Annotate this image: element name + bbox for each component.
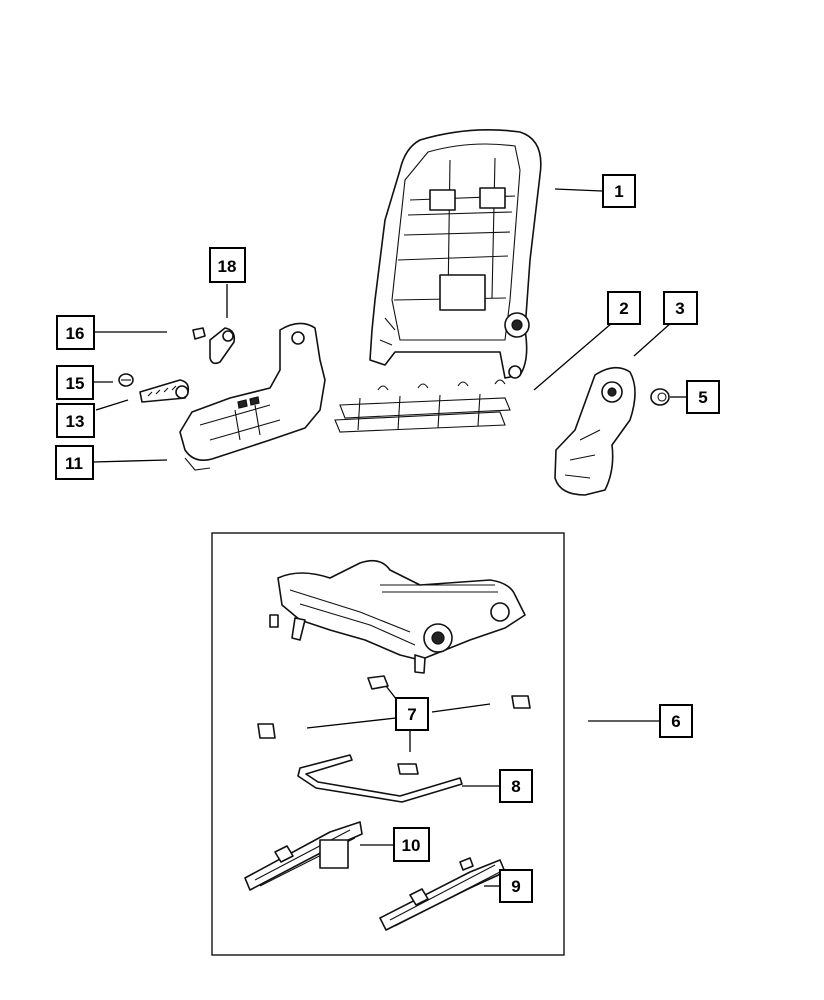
svg-text:5: 5 [698, 388, 707, 407]
svg-text:9: 9 [511, 877, 520, 896]
svg-text:11: 11 [65, 454, 83, 473]
callout-9: 9 [499, 869, 533, 903]
svg-text:8: 8 [511, 777, 520, 796]
callout-8: 8 [499, 769, 533, 803]
callout-18: 18 [209, 247, 246, 283]
svg-text:6: 6 [671, 712, 680, 731]
callout-5: 5 [686, 380, 720, 414]
callout-11: 11 [55, 445, 94, 480]
side-shield-right [554, 366, 636, 496]
svg-text:7: 7 [407, 705, 416, 724]
seat-adjuster-group-frame [211, 532, 565, 956]
callout-16: 16 [56, 315, 95, 350]
side-shield-left [179, 322, 326, 471]
seat-track-right [379, 857, 506, 931]
seat-track-left [244, 821, 363, 891]
svg-text:18: 18 [218, 257, 237, 276]
svg-text:3: 3 [675, 299, 684, 318]
track-clips [257, 675, 531, 775]
lumbar-knob [209, 327, 236, 365]
svg-text:1: 1 [614, 182, 623, 201]
seat-back-suspension [334, 379, 511, 433]
tube-bar [297, 754, 463, 803]
seat-adjuster-frame [269, 559, 526, 674]
callout-15: 15 [56, 365, 94, 400]
callout-2: 2 [607, 291, 641, 325]
svg-text:15: 15 [66, 374, 85, 393]
retaining-clip [192, 327, 206, 340]
callout-6: 6 [659, 704, 693, 738]
callout-3: 3 [663, 291, 698, 325]
recliner-cap [650, 388, 670, 406]
callout-1: 1 [602, 174, 636, 208]
callout-7: 7 [395, 697, 429, 731]
pin-clip [118, 373, 134, 387]
callout-13: 13 [56, 403, 95, 438]
recliner-handle [139, 379, 190, 403]
svg-text:10: 10 [402, 836, 421, 855]
svg-text:2: 2 [619, 299, 628, 318]
svg-text:16: 16 [66, 324, 85, 343]
leader-lines [92, 188, 686, 887]
seat-back-frame [369, 129, 542, 379]
svg-text:13: 13 [66, 412, 85, 431]
callout-10: 10 [393, 827, 430, 862]
